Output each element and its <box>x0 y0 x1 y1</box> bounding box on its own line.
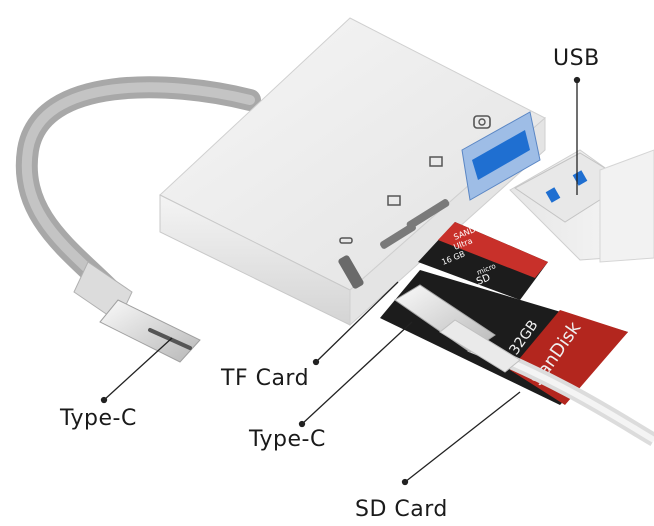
tf-card-label: TF Card <box>221 366 310 391</box>
type-c-port-cable <box>394 284 654 447</box>
tf-slot-icon <box>429 156 443 167</box>
type-c-plug <box>73 261 201 363</box>
hub-usb-port <box>461 111 541 201</box>
tf-card: SANDISK Ultra 16 GB micro SD <box>418 220 548 300</box>
type-c-port-label: Type-C <box>249 427 326 452</box>
sd-card-label: SD Card <box>355 497 448 522</box>
usb-plug <box>509 149 654 263</box>
sd-slot-icon <box>387 195 401 206</box>
port-openings <box>338 199 450 289</box>
usb-label: USB <box>553 46 600 71</box>
tf-card-sd: SD <box>475 272 492 288</box>
type-c-cable-label: Type-C <box>60 406 137 431</box>
camera-icon <box>473 115 491 129</box>
type-c-slot-icon <box>339 237 353 244</box>
leader-lines <box>100 76 581 486</box>
